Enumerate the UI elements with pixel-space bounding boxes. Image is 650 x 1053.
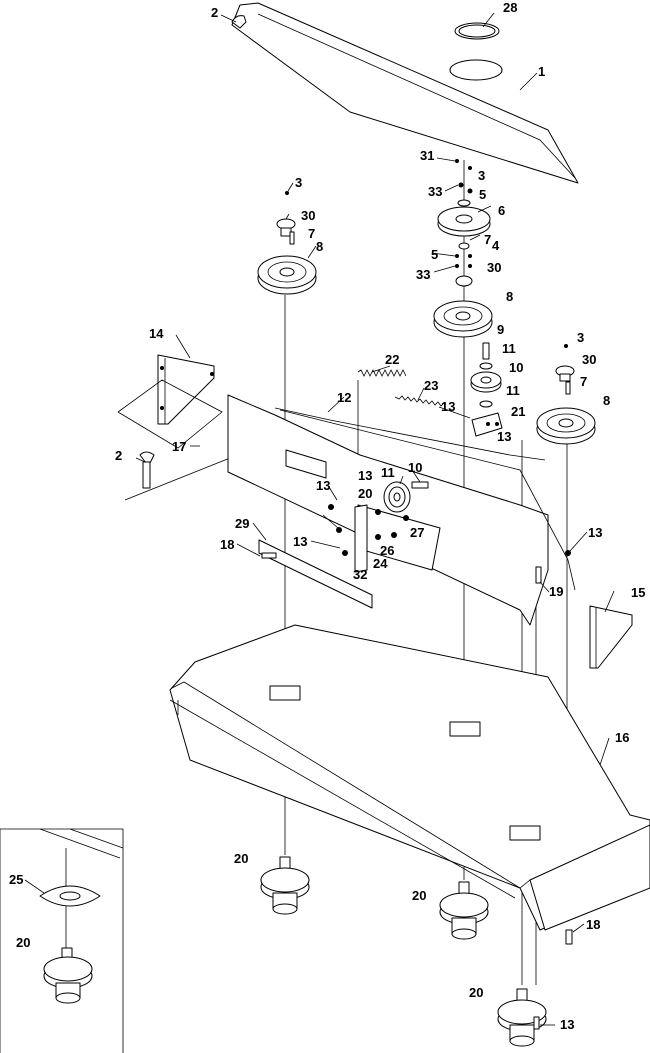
callout-18-left: 18 [220, 537, 234, 552]
callout-9-top: 9 [497, 322, 504, 337]
callout-30-right: 30 [582, 352, 596, 367]
callout-31: 31 [420, 148, 434, 163]
left-latch [124, 15, 247, 501]
callout-11-top: 11 [502, 341, 516, 356]
callout-10-arm: 13 [358, 468, 372, 483]
spindle-center [439, 881, 489, 940]
deck-top-cover [231, 2, 579, 184]
callout-17: 16 [615, 730, 629, 745]
callout-30-left: 30 [301, 208, 315, 223]
callout-21: 21 [511, 404, 525, 419]
callout-5-lower: 5 [431, 247, 438, 262]
right-pulley-assembly [536, 344, 596, 445]
spindle-right [497, 988, 547, 1047]
callout-1: 1 [538, 64, 545, 79]
center-pulley-stack [433, 159, 493, 338]
callout-2-top: 2 [211, 5, 218, 20]
callout-28: 29 [235, 516, 249, 531]
callout-13-idler-lower: 13 [497, 429, 511, 444]
callout-20-center: 20 [412, 888, 426, 903]
callout-23: 23 [424, 378, 438, 393]
callout-13-arm: 13 [316, 478, 330, 493]
callout-30-center: 30 [487, 260, 501, 275]
inset-detail [0, 828, 124, 1053]
callout-20-right: 20 [469, 985, 483, 1000]
callout-11-arm: 11 [381, 465, 395, 480]
callout-8-left: 8 [316, 239, 323, 254]
left-bracket [117, 354, 223, 449]
callout-14: 14 [149, 326, 164, 341]
callout-12: 12 [337, 390, 351, 405]
callout-13-bottom: 13 [560, 1017, 574, 1032]
callout-5-upper: 5 [479, 187, 486, 202]
spring-and-rod [357, 369, 445, 407]
callout-18-right: 18 [586, 917, 600, 932]
callout-7-left: 7 [308, 226, 315, 241]
callout-8-right: 8 [603, 393, 610, 408]
callout-32: 32 [353, 567, 367, 582]
callout-11-mid: 11 [506, 383, 520, 398]
callout-6: 6 [498, 203, 505, 218]
callout-3-left: 3 [295, 175, 302, 190]
callout-26: 26 [380, 543, 394, 558]
callout-7-center: 7 [484, 232, 491, 247]
mower-deck [169, 624, 650, 931]
left-pulley-assembly [257, 191, 317, 295]
callout-22: 22 [385, 352, 399, 367]
callout-leader-lines [24, 12, 615, 1026]
callout-33-upper: 33 [428, 184, 442, 199]
right-bracket [589, 605, 633, 669]
idler-assembly [470, 342, 503, 437]
callout-20-inset: 20 [16, 935, 30, 950]
callout-13-right: 13 [588, 525, 602, 540]
callout-13-idler: 13 [441, 399, 455, 414]
callout-8-center: 8 [506, 289, 513, 304]
callout-7-right: 7 [580, 374, 587, 389]
callout-3-right: 3 [577, 330, 584, 345]
callout-29: 25 [9, 872, 23, 887]
spindle-left [260, 856, 310, 915]
callout-labels: 2 28 1 31 3 33 5 6 3 30 7 8 7 4 5 30 33 … [9, 0, 645, 1032]
callout-27: 27 [410, 525, 424, 540]
callout-19: 19 [549, 584, 563, 599]
callout-2-left: 2 [115, 448, 122, 463]
bolt-18-lower [565, 929, 573, 945]
callout-11-arm-lower: 20 [358, 486, 372, 501]
idler-arm-assembly [261, 481, 571, 584]
callout-24: 24 [373, 556, 388, 571]
callout-10-top: 10 [509, 360, 523, 375]
callout-15: 15 [631, 585, 645, 600]
callout-3-center: 3 [478, 168, 485, 183]
callout-25: 28 [503, 0, 517, 15]
callout-4: 4 [492, 238, 500, 253]
callout-9-arm: 10 [408, 460, 422, 475]
mounting-panel [227, 394, 576, 626]
callout-13-arm-lower: 13 [293, 534, 307, 549]
callout-16: 17 [172, 439, 186, 454]
callout-20-left: 20 [234, 851, 248, 866]
callout-33-lower: 33 [416, 267, 430, 282]
